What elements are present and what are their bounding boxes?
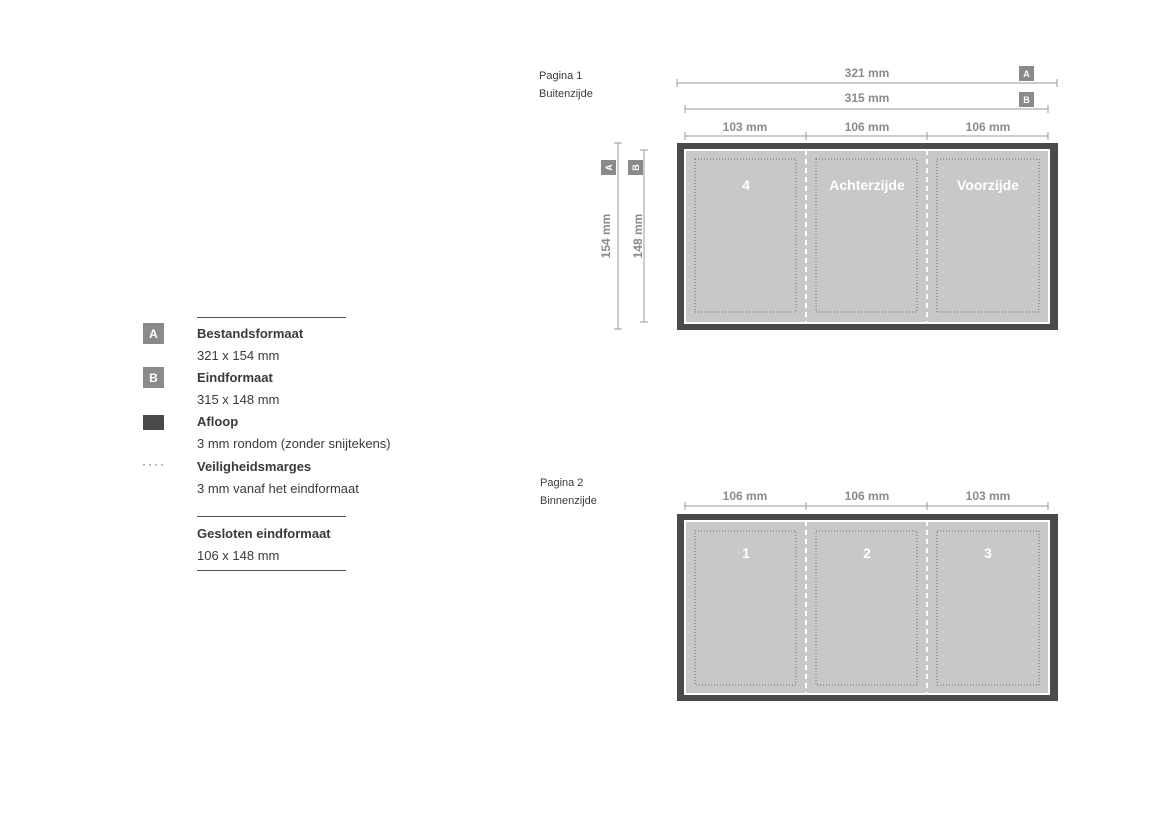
p1-marker-a-side [601,160,616,175]
legend-value-safety-margin: 3 mm vanaf het eindformaat [197,481,359,496]
p1-safety-margin-2 [815,158,918,313]
legend-value-bleed: 3 mm rondom (zonder snijtekens) [197,436,391,451]
page1-label: Pagina 1 Buitenzijde [539,67,593,103]
page2-label: Pagina 2 Binnenzijde [540,474,597,510]
legend-bleed-swatch [143,415,164,430]
p1-marker-a-top-label: A [1023,69,1030,79]
p1-marker-a-side-label: A [604,164,614,171]
p2-panel-label-2: 2 [863,545,871,561]
p1-file-height-label: 154 mm [599,214,613,259]
p1-panel-width-2: 106 mm [845,120,890,134]
page2-title: Pagina 2 [540,477,584,489]
p1-marker-a-top [1019,66,1034,81]
legend-marker-b: B [143,367,164,388]
p2-final-area [684,520,1050,695]
p2-panel-width-1: 106 mm [723,489,768,503]
p2-safety-margin-2 [815,530,918,686]
page2-side: Binnenzijde [540,495,597,507]
p1-panel-label-2: Achterzijde [829,177,905,193]
legend-safety-dots-icon: ···· [142,457,166,471]
p1-final-height-label: 148 mm [631,214,645,259]
page1-sheet: 4 Achterzijde Voorzijde [677,143,1058,330]
legend-title-final-format: Eindformaat [197,370,273,385]
p1-safety-margin-3 [936,158,1040,313]
legend-value-file-format: 321 x 154 mm [197,348,280,363]
p2-panel-label-3: 3 [984,545,992,561]
p1-marker-b-side-label: B [631,164,641,171]
legend-title-bleed: Afloop [197,414,239,429]
p1-panel-width-3: 106 mm [966,120,1011,134]
p1-file-width-label: 321 mm [845,66,890,80]
p2-panel-width-3: 103 mm [966,489,1011,503]
page2-sheet: 1 2 3 [677,514,1058,701]
legend-marker-a: A [143,323,164,344]
p2-safety-margin-3 [936,530,1040,686]
p1-panel-label-3: Voorzijde [957,177,1019,193]
legend-title-safety-margin: Veiligheidsmarges [197,459,312,474]
p2-safety-margin-1 [694,530,797,686]
page1-side: Buitenzijde [539,88,593,100]
p1-marker-b-top [1019,92,1034,107]
p1-final-width-label: 315 mm [845,91,890,105]
p2-panel-label-1: 1 [742,545,750,561]
p1-panel-width-1: 103 mm [723,120,768,134]
p1-safety-margin-1 [694,158,797,313]
p2-panel-width-2: 106 mm [845,489,890,503]
legend-bottom-rule [197,570,346,571]
legend-top-rule [197,317,346,318]
p1-marker-b-top-label: B [1023,95,1030,105]
legend-value-final-format: 315 x 148 mm [197,392,280,407]
p1-marker-b-side [628,160,643,175]
page1-title: Pagina 1 [539,70,583,82]
legend-mid-rule [197,516,346,517]
legend-title-file-format: Bestandsformaat [197,326,304,341]
p1-final-area [684,149,1050,324]
p1-panel-label-1: 4 [742,177,750,193]
legend-title-closed-format: Gesloten eindformaat [197,526,331,541]
legend-value-closed-format: 106 x 148 mm [197,548,280,563]
